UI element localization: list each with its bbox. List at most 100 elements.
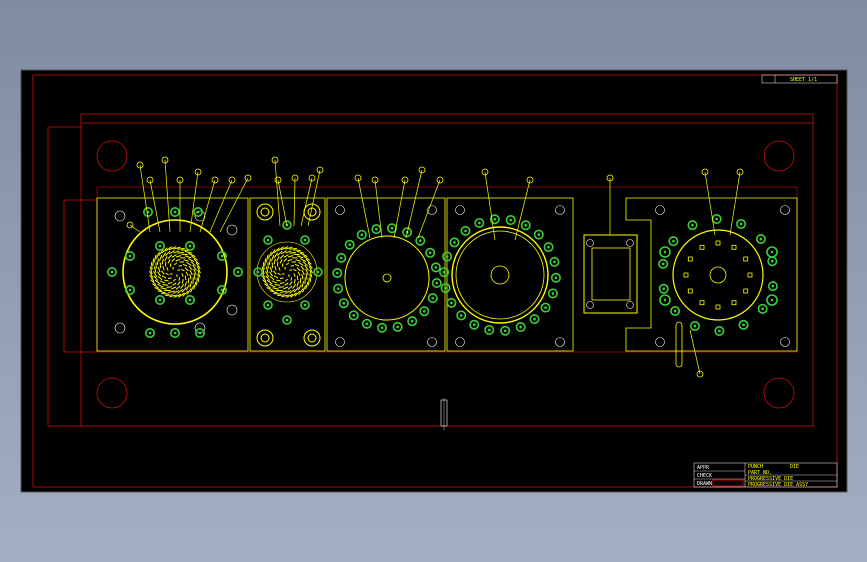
bolt-hole-outer [540,302,551,313]
leader-line [219,177,249,233]
tb-line-2: DIE [790,464,799,470]
pierce-punch [307,262,313,269]
bolt-hole-center [418,239,422,242]
bolt-hole-center [236,270,240,274]
bolt-hole [658,283,669,294]
bolt-hole [125,284,136,295]
guide-pillar-hole [96,140,128,172]
screw-hole [655,337,665,347]
pierce-punch [196,278,198,286]
bolt-hole [687,220,698,231]
bolt-hole-center [464,229,467,233]
bolt-hole-center [503,329,507,333]
leader-callout [371,176,383,239]
pierce-punch [273,293,281,295]
pierce-punch [195,262,201,269]
pierce-punch [270,249,276,256]
bolt-hole [456,310,467,321]
pierce-punch [301,269,305,275]
pierce-punch [267,251,272,259]
bolt-hole-center [553,260,556,264]
pierce-punch [266,287,274,292]
screw-hole [194,210,206,222]
bolt-hole-outer [356,229,367,240]
screw-hole [427,205,437,215]
pierce-punch [295,259,301,262]
bolt-hole-center [256,270,260,274]
tb-line-3: PART NO. [748,470,772,476]
pierce-punch [170,286,177,290]
bolt-hole [338,298,349,309]
leader-callout [689,329,704,378]
pierce-punch [162,265,165,271]
pierce-punch [172,278,177,282]
pierce-punch [280,246,289,251]
bolt-hole-center [365,322,369,326]
tb-line-4: PROGRESSIVE DIE [748,476,793,482]
bolt-hole [547,288,558,299]
bolt-hole-outer [415,235,426,246]
pierce-punch [300,265,305,271]
screw-hole [335,337,345,347]
pierce-punch [149,275,155,282]
pierce-punch [165,250,171,256]
bolt-hole [714,325,725,336]
bolt-hole-outer [170,207,181,218]
draw-ring-inner [455,230,545,320]
bolt-hole-center [303,238,307,242]
pierce-punch [164,256,168,262]
pierce-punch [285,262,290,266]
bolt-hole-center [663,298,667,302]
bolt-hole-center [693,324,697,328]
pierce-punch [175,258,181,262]
bolt-hole [738,319,749,330]
bolt-hole-outer [336,252,347,263]
pierce-punch [265,266,269,273]
bolt-hole [449,237,460,248]
bolt-hole-center [390,226,394,230]
leader-line [209,179,233,233]
bolt-hole-outer [659,294,671,306]
pierce-punch [157,276,163,281]
pierce-punch [269,266,273,273]
bolt-hole-outer [155,241,166,252]
bolt-hole-outer [217,284,228,295]
leader-line [129,224,141,233]
leader-callout [176,176,184,232]
bolt-hole-outer [500,325,511,336]
screw-hole [455,337,465,347]
pilot-square [687,256,693,262]
draw-ring-outer [451,226,549,324]
pierce-punch [299,257,307,263]
bolt-hole [766,246,778,258]
pierce-punch [181,286,187,293]
bolt-hole [439,267,450,278]
pierce-punch [269,283,276,288]
bolt-hole-outer [714,325,725,336]
pierce-punch [184,281,188,287]
balloon [401,176,409,184]
bolt-hole-outer [449,237,460,248]
bolt-hole-center [759,237,763,241]
pierce-punch [193,273,196,280]
bolt-hole-center [198,331,202,335]
bolt-hole-outer [484,324,495,335]
pierce-punch [184,250,193,254]
leader-line [704,171,716,236]
pierce-punch [294,290,301,297]
bolt-hole-center [770,298,774,302]
pierce-punch [178,277,181,281]
pierce-punch [273,247,280,254]
leader-line [357,177,371,239]
pierce-punch [167,282,173,284]
pierce-punch [177,288,184,294]
pierce-punch [190,285,195,293]
leader-line [300,177,313,227]
bolt-hole-outer [547,288,558,299]
pierce-punch [296,281,300,287]
bolt-hole-outer [658,283,669,294]
tb-drawing-no: PROGRESSIVE DIE ASSY [748,482,808,488]
pierce-punch [168,246,177,251]
guide-pillar-hole [763,377,795,409]
station-6 [625,168,798,378]
